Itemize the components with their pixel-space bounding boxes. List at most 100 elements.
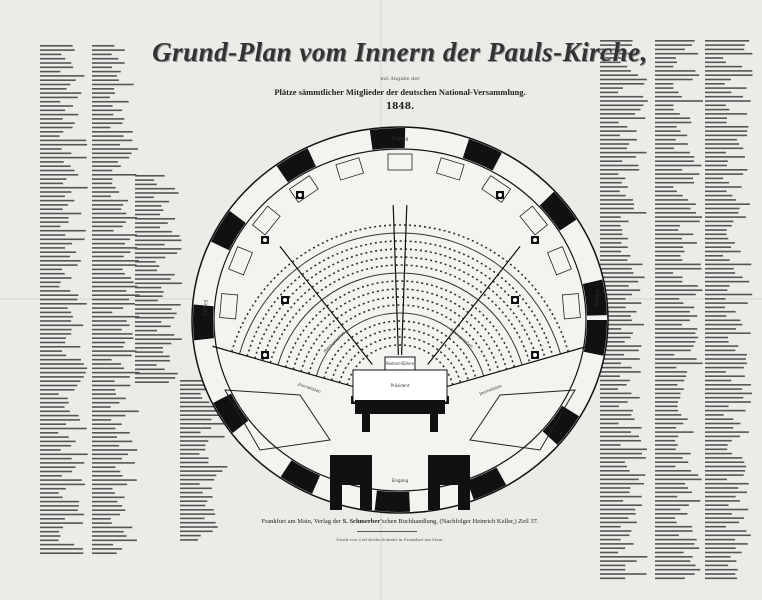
name-list-line: [135, 187, 175, 190]
name-list-line: [135, 261, 156, 263]
name-list-line: [40, 315, 73, 318]
name-list-line: [40, 83, 71, 86]
gallery-box: [481, 175, 512, 203]
name-list-line: [92, 62, 125, 64]
gallery-lower-left: [224, 389, 331, 451]
name-list-line: [655, 267, 702, 270]
name-list-line: [600, 556, 648, 558]
name-list-line: [135, 205, 162, 207]
name-list-line: [92, 543, 114, 546]
name-list-line: [135, 239, 182, 242]
name-list-line: [655, 465, 676, 468]
name-list-line: [92, 419, 112, 421]
name-list-line: [655, 508, 681, 511]
aisle-line: [279, 245, 373, 365]
name-list-line: [92, 500, 118, 503]
name-list-line: [600, 491, 630, 494]
name-list-line: [600, 91, 619, 94]
name-list-line: [705, 186, 742, 188]
gallery-lower-right: [469, 389, 576, 451]
tribune-base: [355, 400, 445, 414]
name-list-line: [655, 409, 678, 412]
seat-row: [269, 264, 531, 364]
name-list-line: [40, 371, 86, 374]
name-list-line: [92, 281, 134, 284]
name-list-line: [135, 269, 157, 272]
name-list-line: [92, 169, 113, 172]
name-list-line: [600, 525, 621, 528]
name-list-line: [655, 302, 684, 304]
name-list-line: [655, 448, 676, 451]
name-list-line: [600, 74, 639, 76]
name-list-line: [655, 293, 696, 296]
name-list-line: [705, 482, 749, 485]
name-list-line: [92, 264, 137, 266]
name-list-line: [40, 457, 72, 460]
name-list-line: [705, 495, 736, 498]
name-list-line: [600, 108, 641, 111]
name-list-line: [705, 508, 749, 511]
name-list-line: [40, 444, 72, 447]
gallery-box: [547, 246, 572, 276]
name-list-line: [655, 203, 696, 205]
president-label: Präsident: [391, 383, 410, 388]
name-list-line: [40, 66, 74, 69]
name-list-line: [92, 475, 123, 477]
name-list-line: [40, 513, 85, 516]
name-list-line: [135, 312, 177, 315]
seat-row: [284, 280, 516, 368]
name-list-line: [705, 207, 740, 210]
name-list-line: [655, 431, 694, 433]
name-list-line: [705, 560, 737, 562]
name-list-line: [135, 286, 162, 289]
name-list-line: [600, 194, 626, 197]
name-list-line: [655, 504, 689, 506]
name-list-line: [705, 525, 726, 528]
name-list-line: [600, 504, 642, 506]
seat-row: [315, 312, 485, 377]
tribune-leg: [430, 414, 438, 432]
name-list-line: [40, 363, 84, 365]
name-list-line: [40, 191, 72, 193]
name-list-line: [40, 178, 67, 180]
name-list-line: [600, 547, 626, 549]
name-list-line: [705, 315, 727, 317]
pillar-core: [533, 238, 537, 242]
aisle-line: [392, 205, 400, 356]
aisle-line: [443, 345, 588, 389]
name-list-line: [655, 556, 693, 558]
name-list-line: [92, 384, 131, 387]
gallery-box: [251, 205, 281, 236]
name-list-line: [655, 435, 679, 438]
name-list-line: [40, 118, 63, 120]
name-list-line: [600, 461, 625, 463]
name-list-line: [40, 324, 84, 327]
name-list-line: [180, 530, 213, 533]
name-list-line: [135, 265, 160, 267]
name-list-line: [40, 432, 59, 434]
name-list-line: [92, 186, 116, 189]
name-list-line: [92, 92, 115, 94]
name-list-line: [180, 504, 206, 507]
name-list-line: [92, 75, 117, 77]
aisle-line: [400, 205, 408, 356]
name-list-line: [655, 91, 679, 94]
name-list-line: [92, 410, 139, 413]
name-list-line: [600, 83, 645, 85]
name-list-line: [92, 333, 133, 335]
name-list-line: [92, 479, 137, 481]
name-list-line: [135, 316, 175, 319]
entrance-right-building: [428, 455, 470, 510]
name-list-line: [92, 268, 123, 271]
name-list-line: [655, 147, 674, 150]
name-list-line: [40, 419, 81, 421]
name-list-line: [92, 217, 138, 219]
name-list-line: [40, 135, 60, 137]
name-list-line: [655, 495, 678, 498]
name-list-line: [655, 48, 685, 51]
imprint-publisher: S. Schmerber': [342, 518, 382, 525]
name-list-line: [40, 57, 66, 60]
name-list-line: [40, 393, 59, 395]
name-list-line: [655, 358, 697, 360]
name-list-line: [655, 151, 690, 154]
